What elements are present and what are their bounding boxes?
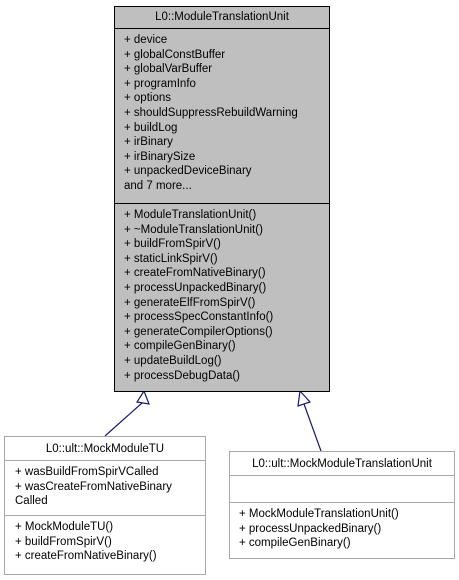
method-item: + staticLinkSpirV() — [124, 252, 218, 265]
class-mock-module-translation-unit[interactable]: L0::ult::MockModuleTranslationUnit + Moc… — [229, 451, 455, 559]
attribute-item: + buildLog — [124, 121, 178, 134]
method-item: + processUnpackedBinary() — [239, 522, 382, 535]
inheritance-edge-mock-translation-unit — [297, 389, 322, 452]
attribute-item: + wasCreateFromNativeBinary — [15, 480, 172, 493]
method-item: + buildFromSpirV() — [15, 535, 112, 548]
method-item: + generateElfFromSpirV() — [124, 296, 256, 309]
inheritance-arrowhead-icon — [136, 389, 150, 405]
method-list: + ModuleTranslationUnit() + ~ModuleTrans… — [115, 204, 329, 383]
class-mock-module-tu[interactable]: L0::ult::MockModuleTU + wasBuildFromSpir… — [4, 436, 206, 575]
method-list: + MockModuleTranslationUnit() + processU… — [230, 503, 454, 551]
method-list: + MockModuleTU() + buildFromSpirV() + cr… — [5, 516, 205, 564]
attribute-item: + shouldSuppressRebuildWarning — [124, 106, 298, 119]
attribute-item: + device — [124, 34, 168, 46]
inheritance-arrowhead-icon — [297, 389, 312, 407]
more-attributes-note: and 7 more... — [124, 179, 192, 192]
method-item: + MockModuleTU() — [15, 521, 114, 533]
attribute-item: + wasBuildFromSpirVCalled — [15, 466, 159, 478]
method-item: + processSpecConstantInfo() — [124, 311, 274, 324]
attribute-item: + globalConstBuffer — [124, 48, 226, 61]
method-item: + MockModuleTranslationUnit() — [239, 508, 399, 520]
method-item: + createFromNativeBinary() — [15, 550, 157, 563]
attribute-item: + irBinary — [124, 136, 173, 149]
method-item: + compileGenBinary() — [239, 537, 351, 550]
method-item: + ModuleTranslationUnit() — [124, 209, 257, 221]
attribute-item: + options — [124, 92, 171, 105]
attribute-list-empty — [230, 476, 454, 503]
inheritance-edge-mock-tu — [104, 389, 150, 437]
attribute-item: + globalVarBuffer — [124, 63, 213, 76]
method-item: + compileGenBinary() — [124, 340, 236, 353]
attribute-list: + wasBuildFromSpirVCalled + wasCreateFro… — [5, 461, 205, 516]
class-title: L0::ult::MockModuleTranslationUnit — [230, 452, 454, 476]
attribute-item: + irBinarySize — [124, 150, 196, 163]
method-item: + generateCompilerOptions() — [124, 325, 273, 338]
class-title: L0::ModuleTranslationUnit — [115, 7, 329, 29]
attribute-list: + device + globalConstBuffer + globalVar… — [115, 29, 329, 204]
method-item: + processUnpackedBinary() — [124, 281, 267, 294]
attribute-item: + programInfo — [124, 77, 196, 90]
method-item: + processDebugData() — [124, 369, 241, 382]
method-item: + createFromNativeBinary() — [124, 267, 266, 280]
attribute-item-continuation: Called — [15, 495, 48, 508]
method-item: + ~ModuleTranslationUnit() — [124, 223, 263, 236]
class-module-translation-unit[interactable]: L0::ModuleTranslationUnit + device + glo… — [114, 6, 330, 392]
attribute-item: + unpackedDeviceBinary — [124, 165, 252, 178]
class-title: L0::ult::MockModuleTU — [5, 437, 205, 461]
method-item: + buildFromSpirV() — [124, 238, 221, 251]
method-item: + updateBuildLog() — [124, 354, 222, 367]
